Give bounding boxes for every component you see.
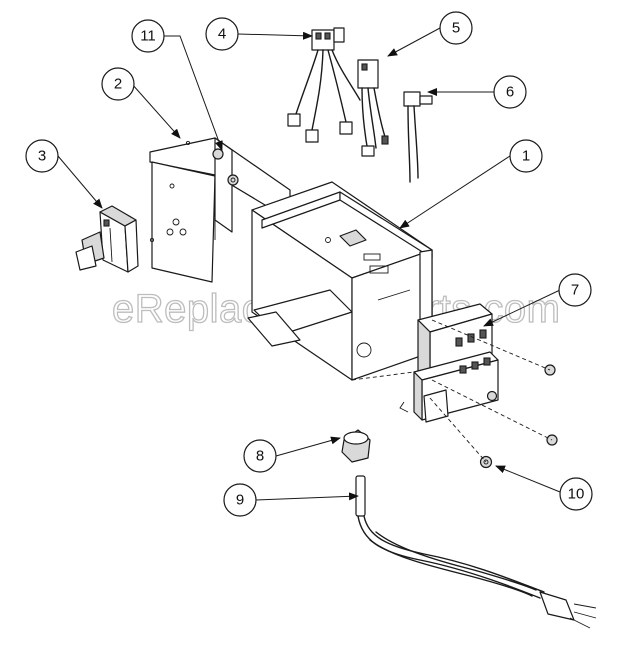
- callout-2: 2: [101, 67, 135, 101]
- callout-8: 8: [243, 439, 277, 473]
- callout-7: 7: [558, 273, 592, 307]
- part-1-box: [247, 181, 433, 381]
- callout-5: 5: [439, 11, 473, 45]
- part-5-plug-wire: [357, 59, 389, 157]
- callouts: 1 2 3 4 5 6 7 8: [25, 11, 593, 517]
- part-11-nut: [227, 174, 239, 186]
- callout-9-label: 9: [236, 492, 244, 509]
- callout-11-label: 11: [140, 28, 156, 45]
- part-6-wire: [403, 91, 433, 183]
- callout-6-label: 6: [506, 84, 514, 101]
- callout-9: 9: [223, 483, 257, 517]
- callout-10: 10: [559, 477, 593, 511]
- part-2-bracket: [149, 137, 291, 283]
- part-8-bushing: [341, 429, 371, 463]
- callout-6: 6: [493, 75, 527, 109]
- part-4-harness: [287, 27, 361, 143]
- callout-4-label: 4: [218, 26, 226, 43]
- callout-11: 11: [131, 19, 165, 53]
- callout-3-label: 3: [38, 148, 46, 165]
- mounting-screws: [486, 364, 558, 446]
- part-3-switch: [75, 205, 139, 273]
- callout-5-label: 5: [452, 20, 460, 37]
- callout-7-label: 7: [571, 282, 579, 299]
- callout-3: 3: [25, 139, 59, 173]
- part-7-relay: [399, 303, 499, 423]
- callout-1-label: 1: [522, 148, 530, 165]
- callout-8-label: 8: [256, 448, 264, 465]
- callout-10-label: 10: [568, 486, 585, 503]
- leader-lines: [57, 27, 561, 501]
- part-9-power-cord: [355, 475, 597, 629]
- assembly-guides: [351, 319, 553, 463]
- callout-4: 4: [205, 17, 239, 51]
- callout-1: 1: [509, 139, 543, 173]
- callout-2-label: 2: [114, 76, 122, 93]
